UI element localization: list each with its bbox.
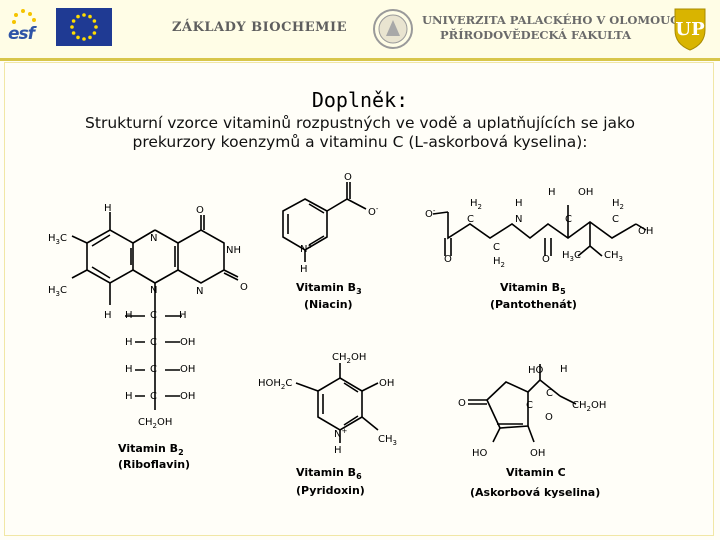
header-divider (0, 58, 720, 61)
svg-text:N: N (515, 214, 522, 225)
svg-text:C: C (150, 337, 157, 348)
svg-text:OH: OH (578, 187, 593, 198)
svg-text:H2: H2 (493, 256, 505, 269)
svg-text:CH2OH: CH2OH (572, 400, 606, 413)
svg-text:H: H (125, 337, 133, 348)
svg-text:Vitamin B6: Vitamin B6 (296, 466, 362, 481)
svg-text:OH: OH (638, 226, 653, 237)
subtitle-line-2: prekurzory koenzymů a vitaminu C (L-asko… (132, 133, 588, 151)
university-name: UNIVERZITA PALACKÉHO V OLOMOUCI PŘÍRODOV… (422, 13, 685, 43)
svg-text:H: H (515, 198, 523, 209)
eu-flag-icon (56, 8, 112, 46)
svg-text:O: O (344, 172, 352, 183)
svg-text:H3C: H3C (48, 233, 67, 246)
university-line-1: UNIVERZITA PALACKÉHO V OLOMOUCI (422, 13, 685, 27)
svg-text:CH2OH: CH2OH (138, 417, 172, 430)
header-bar: esf ZÁKLADY BIOCHEMIE UNIVERZITA PALACKÉ… (0, 0, 720, 58)
svg-text:N: N (150, 233, 157, 244)
svg-text:OH: OH (180, 364, 195, 375)
svg-text:(Askorbová kyselina): (Askorbová kyselina) (470, 486, 600, 499)
riboflavin-structure: H H3C H3C N N O NH N O H H C H H C OH H … (48, 203, 248, 471)
svg-text:OH: OH (180, 337, 195, 348)
svg-text:N: N (150, 285, 157, 296)
svg-text:OH: OH (530, 448, 545, 459)
svg-text:Vitamin C: Vitamin C (506, 466, 566, 479)
university-emblem-icon (373, 9, 413, 49)
svg-text:H3C: H3C (562, 250, 581, 263)
svg-text:UP: UP (675, 19, 705, 40)
svg-text:CH3: CH3 (604, 250, 623, 263)
svg-text:C: C (526, 400, 533, 411)
svg-text:H: H (104, 310, 112, 321)
svg-text:H3C: H3C (48, 285, 67, 298)
svg-text:H: H (334, 445, 342, 456)
svg-text:H: H (560, 364, 568, 375)
esf-logo-text: esf (8, 24, 35, 44)
svg-text:O: O (458, 398, 466, 409)
svg-text:NH: NH (226, 245, 241, 256)
svg-text:H: H (125, 364, 133, 375)
svg-text:C: C (467, 214, 474, 225)
up-shield-icon: UP (674, 8, 706, 51)
svg-text:C: C (150, 391, 157, 402)
svg-text:N: N (196, 286, 203, 297)
svg-text:O-: O- (425, 207, 436, 220)
svg-text:CH3: CH3 (378, 434, 397, 447)
svg-text:(Pyridoxin): (Pyridoxin) (296, 484, 365, 497)
content-frame (4, 62, 714, 536)
svg-text:H: H (300, 264, 308, 275)
university-line-2: PŘÍRODOVĚDECKÁ FAKULTA (440, 28, 632, 42)
esf-logo-icon (12, 9, 36, 24)
svg-text:H: H (179, 310, 187, 321)
ascorbic-acid-structure: HO H C CH2OH O C O HO OH Vitamin C (Asko… (458, 364, 606, 499)
svg-text:HO: HO (472, 448, 488, 459)
svg-text:O: O (545, 412, 553, 423)
svg-text:N+: N+ (334, 427, 347, 440)
svg-text:(Niacin): (Niacin) (304, 298, 353, 311)
svg-text:O: O (240, 282, 248, 293)
pantothenate-structure: O- O H2 C C H2 H N O H OH C H2 C OH H3C … (425, 187, 653, 311)
svg-text:CH2OH: CH2OH (332, 352, 366, 365)
pyridoxin-structure: CH2OH HOH2C OH CH3 N+ H Vitamin B6 (Pyri… (258, 352, 397, 497)
svg-text:H2: H2 (612, 198, 624, 211)
svg-text:C: C (546, 388, 553, 399)
svg-text:H: H (548, 187, 556, 198)
svg-text:O-: O- (368, 205, 379, 218)
svg-text:(Pantothenát): (Pantothenát) (490, 298, 577, 311)
svg-text:H: H (125, 310, 133, 321)
slide-subtitle: Strukturní vzorce vitaminů rozpustných v… (30, 114, 690, 152)
svg-text:HOH2C: HOH2C (258, 378, 292, 391)
svg-text:C: C (150, 364, 157, 375)
svg-text:H: H (104, 203, 112, 214)
svg-text:H2: H2 (470, 198, 482, 211)
svg-text:C: C (493, 242, 500, 253)
svg-text:O: O (444, 254, 452, 265)
svg-text:N+: N+ (300, 242, 313, 255)
svg-text:H: H (125, 391, 133, 402)
svg-text:OH: OH (379, 378, 394, 389)
svg-text:C: C (150, 310, 157, 321)
svg-text:Vitamin B2: Vitamin B2 (118, 442, 184, 457)
svg-text:O: O (542, 254, 550, 265)
slide-title: Doplněk: (311, 88, 409, 112)
svg-text:C: C (565, 214, 572, 225)
svg-text:Vitamin B5: Vitamin B5 (500, 281, 566, 296)
course-title: ZÁKLADY BIOCHEMIE (172, 20, 347, 35)
svg-text:(Riboflavin): (Riboflavin) (118, 458, 190, 471)
svg-text:OH: OH (180, 391, 195, 402)
svg-text:O: O (196, 205, 204, 216)
svg-text:C: C (612, 214, 619, 225)
niacin-structure: O O- N+ H Vitamin B3 (Niacin) (296, 172, 379, 311)
svg-text:HO: HO (528, 365, 544, 376)
svg-text:Vitamin B3: Vitamin B3 (296, 281, 362, 296)
subtitle-line-1: Strukturní vzorce vitaminů rozpustných v… (85, 114, 635, 132)
